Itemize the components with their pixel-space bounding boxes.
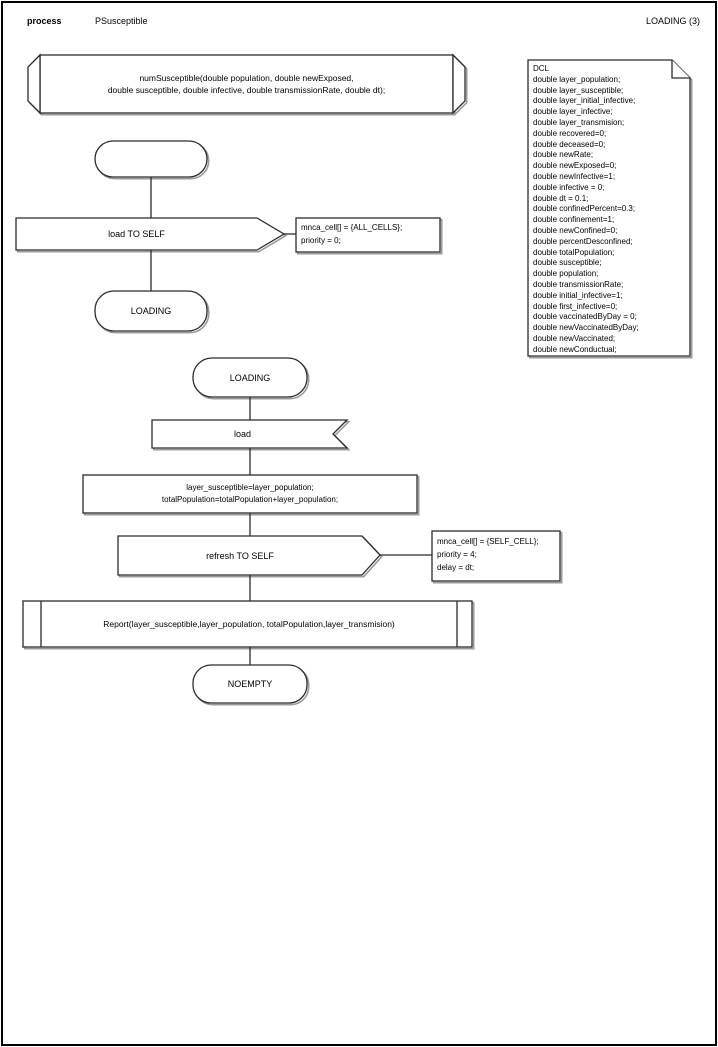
signature-left-cap[interactable] [27, 53, 41, 115]
assign-rect-shape[interactable] [82, 474, 418, 514]
send-refresh-shape[interactable] [117, 535, 381, 576]
header-process-name: PSusceptible [95, 16, 148, 26]
send-load-annotation-box[interactable] [295, 217, 441, 253]
send-refresh-annotation-box[interactable] [431, 530, 561, 582]
send-refresh-label: refresh TO SELF [206, 550, 274, 561]
signature-right-cap[interactable] [452, 53, 466, 115]
loading2-state-label: LOADING [229, 372, 271, 383]
report-shape[interactable] [22, 600, 473, 648]
header-kind-label: process [27, 16, 62, 26]
send-load-annotation-text: mnca_cell[] = {ALL_CELLS}; priority = 0; [301, 223, 403, 245]
noempty-state-label: NOEMPTY [227, 679, 273, 689]
signature-shape[interactable] [39, 54, 454, 114]
send-load-label: load TO SELF [108, 229, 165, 239]
dcl-note-shape[interactable] [527, 59, 691, 357]
signature-text: numSusceptible(double population, double… [107, 72, 386, 96]
header-page-state: LOADING (3) [645, 16, 700, 26]
dcl-note-fold [671, 60, 690, 79]
receive-load-label: load [233, 429, 251, 439]
loading-state-shape[interactable] [94, 290, 208, 332]
assign-text: layer_susceptible=layer_population; tota… [161, 482, 339, 505]
noempty-state-shape[interactable] [192, 664, 308, 704]
start-state-shape[interactable] [94, 140, 208, 178]
receive-load-shape[interactable] [151, 419, 349, 449]
loading-state-label: LOADING [130, 306, 172, 316]
report-label: Report(layer_susceptible,layer_populatio… [103, 619, 395, 629]
send-load-shape[interactable] [15, 217, 286, 251]
send-refresh-annotation-text: mnca_cell[] = {SELF_CELL}; priority = 4;… [437, 537, 539, 572]
dcl-note-text: DCL double layer_population; double laye… [533, 64, 639, 354]
loading2-state-shape[interactable] [192, 357, 308, 398]
